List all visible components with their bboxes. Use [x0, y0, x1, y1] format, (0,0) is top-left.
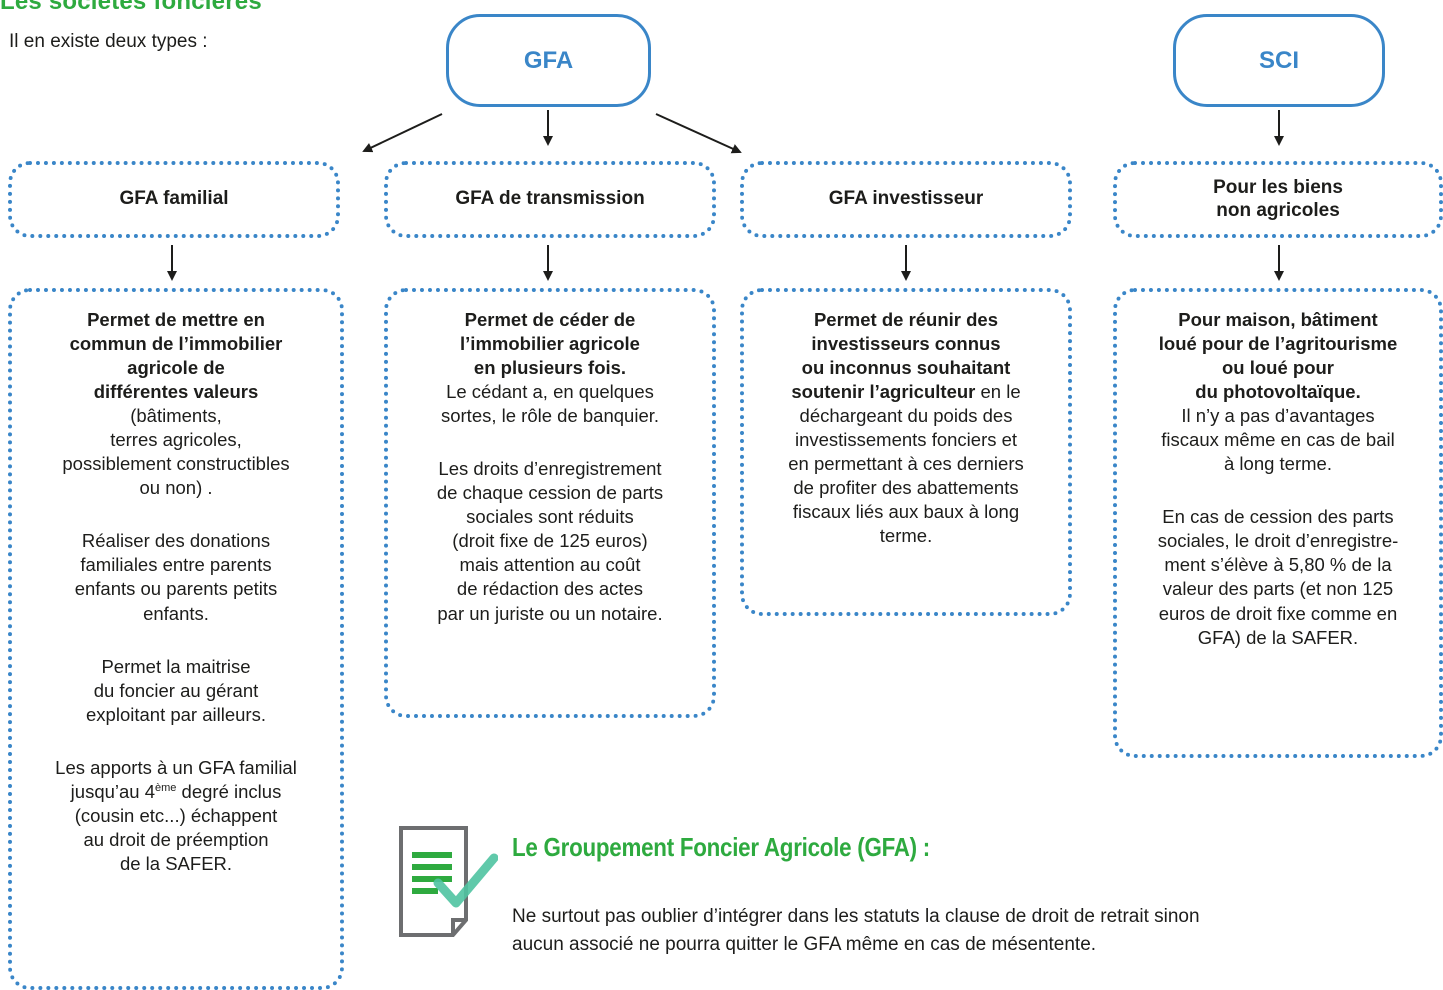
category-label-line1: Pour les biens: [1213, 176, 1343, 198]
content-box-gfa-transmission: Permet de céder de l’immobilier agricole…: [384, 288, 716, 718]
content-paragraph: Les droits d’enregistrement de chaque ce…: [436, 458, 664, 624]
document-check-icon: [399, 826, 498, 937]
bold-mixed-line: soutenir l’agriculteur en le: [791, 381, 1021, 403]
type-label-sci: SCI: [1258, 46, 1299, 74]
note-body: Ne surtout pas oublier d’intégrer dans l…: [512, 903, 1443, 958]
content-paragraph: Permet de réunir des investisseurs connu…: [788, 309, 1024, 547]
note-line-1: Ne surtout pas oublier d’intégrer dans l…: [512, 906, 1200, 927]
content-paragraph: En cas de cession des parts sociales, le…: [1157, 506, 1399, 648]
type-box-sci: SCI: [1173, 14, 1385, 107]
category-label: GFA familial: [119, 188, 229, 210]
category-box-gfa-familial: GFA familial: [8, 161, 340, 238]
intro-text: Il en existe deux types :: [9, 31, 208, 52]
content-paragraph: Réaliser des donations familiales entre …: [74, 530, 278, 624]
content-paragraph: Permet de céder de l’immobilier agricole…: [440, 309, 660, 427]
category-box-sci-biens: Pour les biens non agricoles: [1113, 161, 1443, 238]
category-label: GFA de transmission: [455, 188, 645, 210]
type-label-gfa: GFA: [523, 46, 574, 74]
note-heading: Le Groupement Foncier Agricole (GFA) :: [512, 832, 930, 862]
degree-line: jusqu’au 4ème degré inclus: [70, 780, 282, 802]
arrow-gfa-familial: [362, 113, 443, 153]
content-box-gfa-investisseur: Permet de réunir des investisseurs connu…: [740, 288, 1072, 616]
content-paragraph: Les apports à un GFA familial jusqu’au 4…: [55, 756, 297, 874]
content-paragraph: Permet la maitrise du foncier au gérant …: [86, 655, 266, 725]
content-box-gfa-familial: Permet de mettre en commun de l’immobili…: [8, 288, 344, 990]
category-label-line2: non agricoles: [1216, 199, 1340, 221]
page-title: Les sociétés foncières: [0, 0, 262, 15]
category-box-gfa-investisseur: GFA investisseur: [740, 161, 1072, 238]
category-box-gfa-transmission: GFA de transmission: [384, 161, 716, 238]
content-paragraph: Pour maison, bâtiment loué pour de l’agr…: [1158, 309, 1398, 475]
content-paragraph: Permet de mettre en commun de l’immobili…: [62, 309, 290, 499]
arrow-gfa-investisseur: [655, 113, 742, 154]
type-box-gfa: GFA: [446, 14, 651, 107]
category-label: GFA investisseur: [828, 188, 984, 210]
note-line-2: aucun associé ne pourra quitter le GFA m…: [512, 933, 1097, 955]
content-box-sci-biens: Pour maison, bâtiment loué pour de l’agr…: [1113, 288, 1443, 758]
